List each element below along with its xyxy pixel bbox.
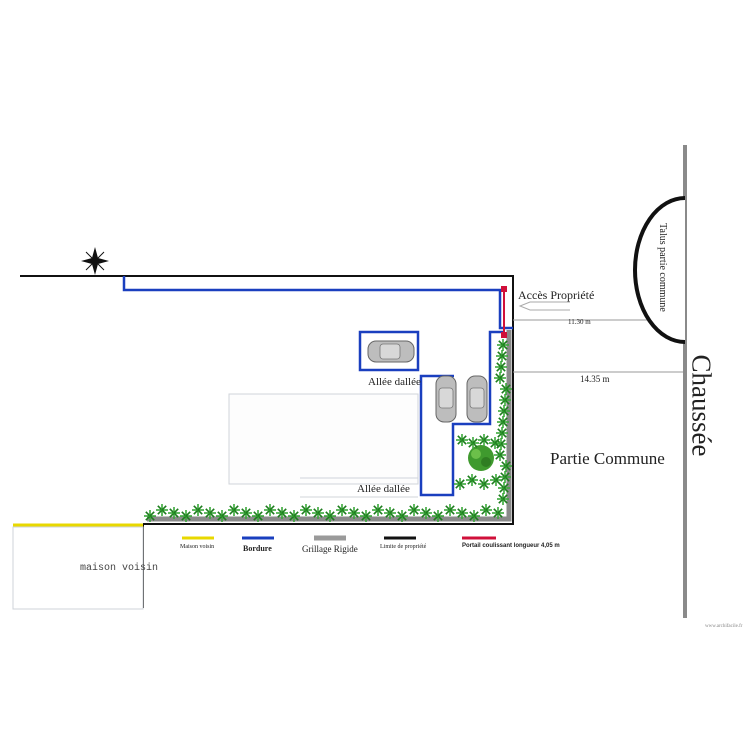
plant-icon: [372, 504, 384, 516]
plant-icon: [180, 510, 192, 522]
plant-icon: [500, 460, 512, 472]
plant-icon: [494, 372, 506, 384]
legend-label-maison-voisin: Maison voisin: [180, 544, 215, 550]
talus-curve: [633, 196, 686, 344]
tree-icon: [468, 445, 494, 471]
plant-icon: [497, 416, 509, 428]
plant-icon: [444, 504, 456, 516]
car-icon: [466, 375, 488, 423]
plant-icon: [496, 350, 508, 362]
legend-label-limite: Limite de propriété: [380, 544, 427, 550]
car-icon: [367, 340, 415, 363]
house-footprint: [228, 393, 419, 485]
plant-icon: [348, 507, 360, 519]
legend-label-grillage: Grillage Rigide: [302, 544, 358, 554]
gate: [501, 286, 507, 338]
plant-icon: [454, 478, 466, 490]
access-arrow: [518, 301, 570, 311]
plant-icon: [144, 510, 156, 522]
plant-icon: [420, 507, 432, 519]
plant-icon: [498, 482, 510, 494]
plant-icon: [312, 507, 324, 519]
plant-icon: [495, 361, 507, 373]
plant-icon: [494, 449, 506, 461]
plant-icon: [496, 427, 508, 439]
plant-icon: [360, 510, 372, 522]
plant-icon: [478, 478, 490, 490]
legend-label-bordure: Bordure: [243, 544, 272, 553]
plant-icon: [408, 504, 420, 516]
plant-icon: [498, 405, 510, 417]
plant-icon: [324, 510, 336, 522]
plant-icon: [240, 507, 252, 519]
plant-icon: [468, 510, 480, 522]
plant-icon: [489, 437, 501, 449]
plant-icon: [490, 474, 502, 486]
watermark: www.archifacile.fr: [705, 624, 743, 629]
plant-icon: [336, 504, 348, 516]
dimension-label-top: 11.30 m: [568, 318, 591, 326]
dimension-label-bottom: 14.35 m: [580, 374, 610, 384]
neighbour-house-label: maison voisin: [80, 563, 159, 574]
legend-label-portail: Portail coulissant longueur 4,05 m: [462, 543, 560, 549]
plant-icon: [480, 504, 492, 516]
neighbour-house: [12, 523, 144, 610]
talus-label: Talus partie commune: [656, 223, 668, 312]
plant-icon: [252, 510, 264, 522]
plant-icon: [204, 507, 216, 519]
access-label: Accès Propriété: [518, 288, 595, 302]
plant-icon: [264, 504, 276, 516]
plant-icon: [384, 507, 396, 519]
plant-icon: [466, 474, 478, 486]
plant-icon: [478, 434, 490, 446]
plant-icon: [456, 507, 468, 519]
plant-icon: [168, 507, 180, 519]
plant-icon: [497, 493, 509, 505]
plant-icon: [228, 504, 240, 516]
plant-icon: [456, 434, 468, 446]
plant-icon: [499, 394, 511, 406]
plant-icon: [497, 339, 509, 351]
plant-icon: [499, 471, 511, 483]
plant-icon: [500, 383, 512, 395]
partie-commune-label: Partie Commune: [550, 449, 665, 468]
plant-icon: [492, 507, 504, 519]
chaussee-label: Chaussée: [686, 354, 717, 457]
car-icon: [435, 375, 457, 423]
plant-icon: [396, 510, 408, 522]
allee-dallee-label-top: Allée dallée: [368, 376, 421, 388]
plant-icon: [156, 504, 168, 516]
plant-icon: [432, 510, 444, 522]
plant-icon: [216, 510, 228, 522]
plant-icon: [467, 437, 479, 449]
plant-icon: [276, 507, 288, 519]
compass-rose-icon: [81, 247, 109, 275]
plant-icon: [192, 504, 204, 516]
plants: [144, 339, 512, 522]
allee-dallee-label-bottom: Allée dallée: [357, 483, 410, 495]
plant-icon: [300, 504, 312, 516]
plant-icon: [288, 510, 300, 522]
